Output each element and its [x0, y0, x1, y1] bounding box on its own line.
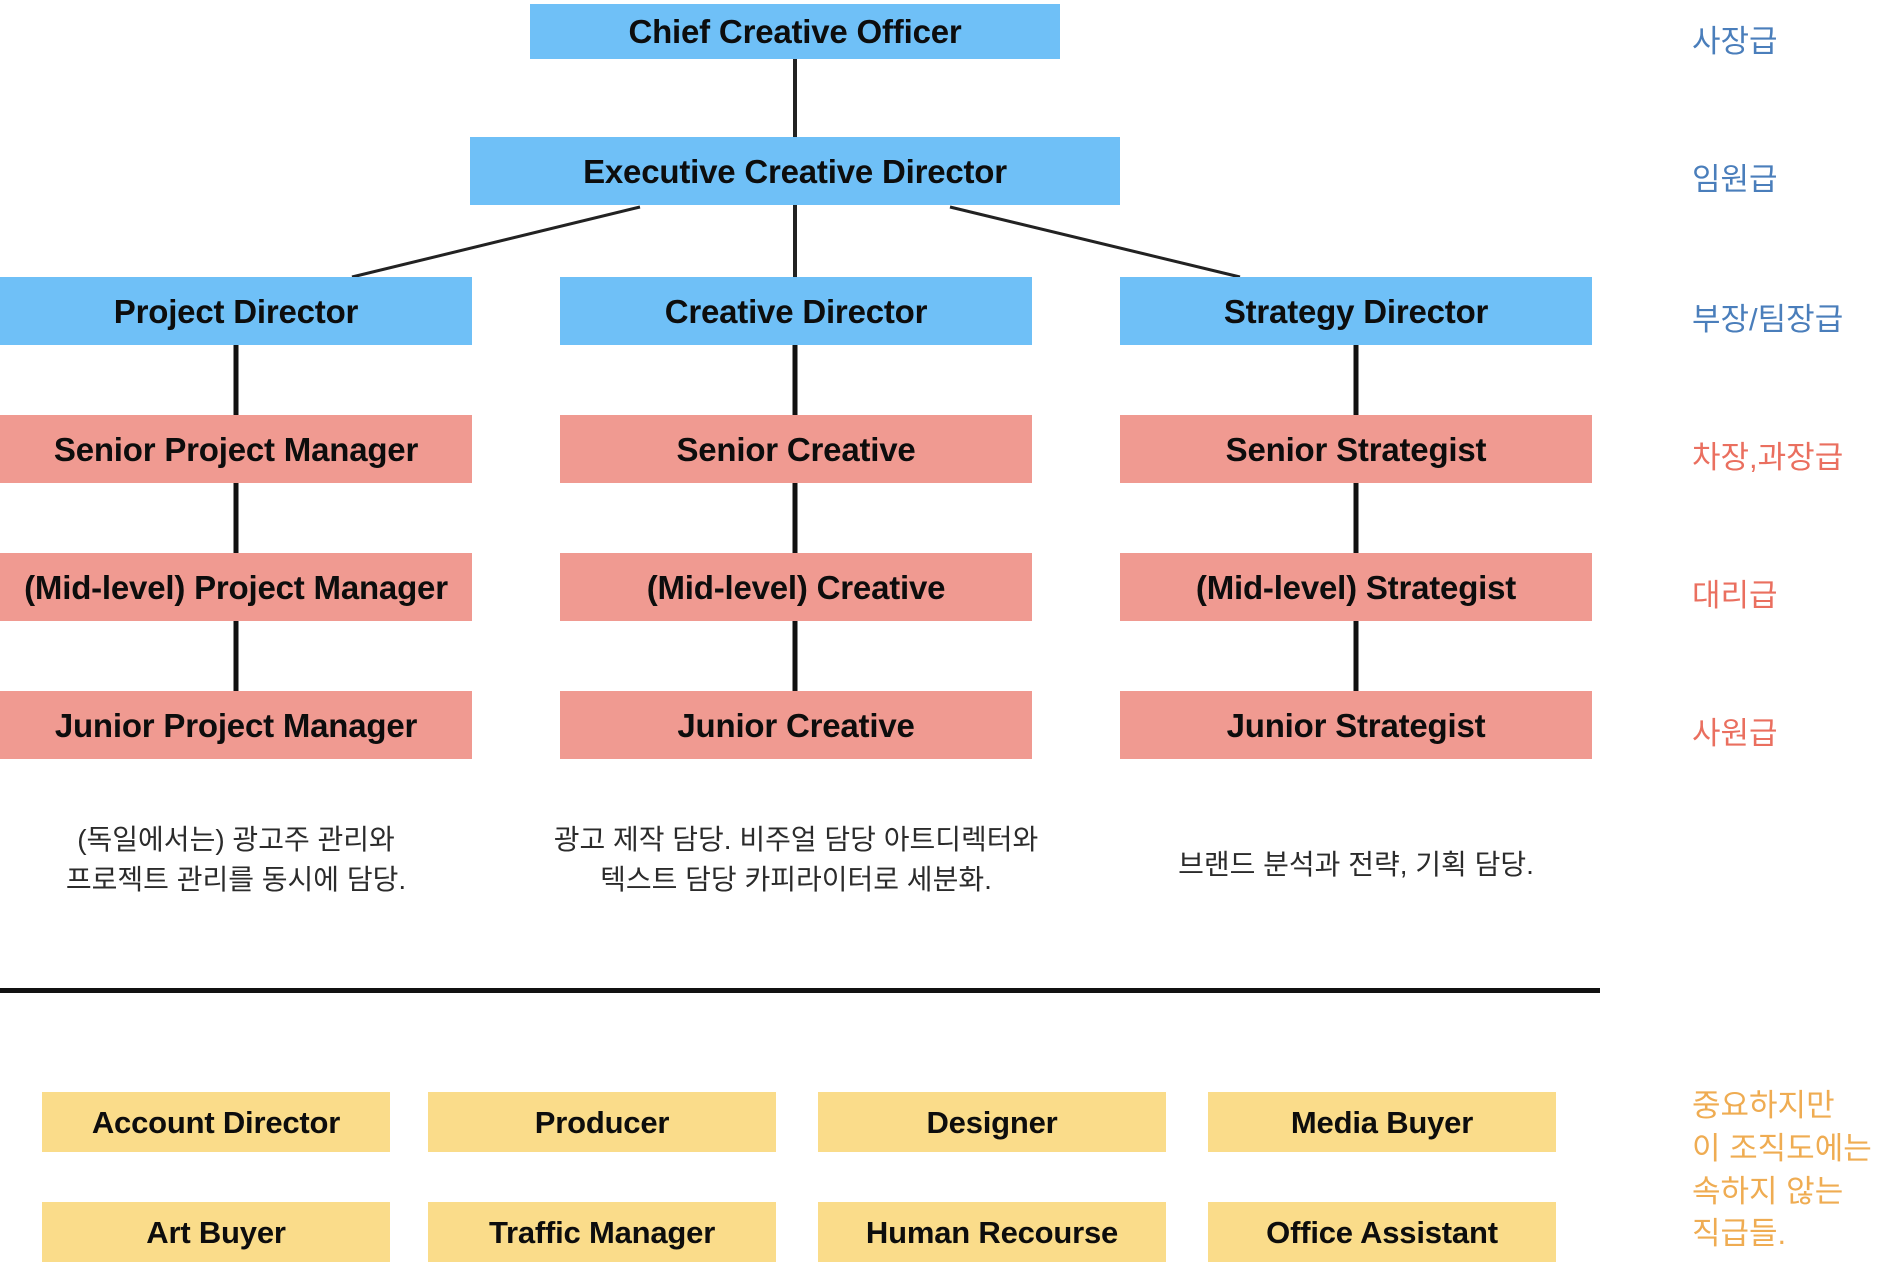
node-human-recourse[interactable]: Human Recourse — [818, 1202, 1166, 1262]
rank-label-imwongeup: 임원급 — [1692, 162, 1778, 197]
node-traffic-manager[interactable]: Traffic Manager — [428, 1202, 776, 1262]
rank-label-sajanggeup: 사장급 — [1692, 24, 1778, 59]
node-office-assistant[interactable]: Office Assistant — [1208, 1202, 1556, 1262]
node-senior-strategist[interactable]: Senior Strategist — [1120, 415, 1592, 483]
node-junior-creative[interactable]: Junior Creative — [560, 691, 1032, 759]
rank-label-chajang-gwajanggeup: 차장,과장급 — [1692, 440, 1844, 475]
node-media-buyer[interactable]: Media Buyer — [1208, 1092, 1556, 1152]
node-junior-project-manager[interactable]: Junior Project Manager — [0, 691, 472, 759]
rank-label-sawongeup: 사원급 — [1692, 716, 1778, 751]
node-executive-creative-director[interactable]: Executive Creative Director — [470, 137, 1120, 205]
node-art-buyer[interactable]: Art Buyer — [42, 1202, 390, 1262]
node-mid-level-creative[interactable]: (Mid-level) Creative — [560, 553, 1032, 621]
node-producer[interactable]: Producer — [428, 1092, 776, 1152]
description-strategy-column: 브랜드 분석과 전략, 기획 담당. — [1178, 849, 1534, 880]
node-mid-level-project-manager[interactable]: (Mid-level) Project Manager — [0, 553, 472, 621]
section-divider — [0, 988, 1600, 993]
description-project-column: (독일에서는) 광고주 관리와 프로젝트 관리를 동시에 담당. — [65, 824, 407, 895]
node-mid-level-strategist[interactable]: (Mid-level) Strategist — [1120, 553, 1592, 621]
node-project-director[interactable]: Project Director — [0, 277, 472, 345]
node-chief-creative-officer[interactable]: Chief Creative Officer — [530, 4, 1060, 59]
node-junior-strategist[interactable]: Junior Strategist — [1120, 691, 1592, 759]
external-roles-note: 중요하지만 이 조직도에는 속하지 않는 직급들. — [1692, 1088, 1872, 1252]
node-senior-project-manager[interactable]: Senior Project Manager — [0, 415, 472, 483]
rank-label-bujang-timjanggeup: 부장/팀장급 — [1692, 302, 1844, 337]
description-creative-column: 광고 제작 담당. 비주얼 담당 아트디렉터와 텍스트 담당 카피라이터로 세분… — [553, 824, 1039, 895]
node-senior-creative[interactable]: Senior Creative — [560, 415, 1032, 483]
node-strategy-director[interactable]: Strategy Director — [1120, 277, 1592, 345]
rank-label-daerigeup: 대리급 — [1692, 578, 1778, 613]
node-creative-director[interactable]: Creative Director — [560, 277, 1032, 345]
node-account-director[interactable]: Account Director — [42, 1092, 390, 1152]
node-designer[interactable]: Designer — [818, 1092, 1166, 1152]
